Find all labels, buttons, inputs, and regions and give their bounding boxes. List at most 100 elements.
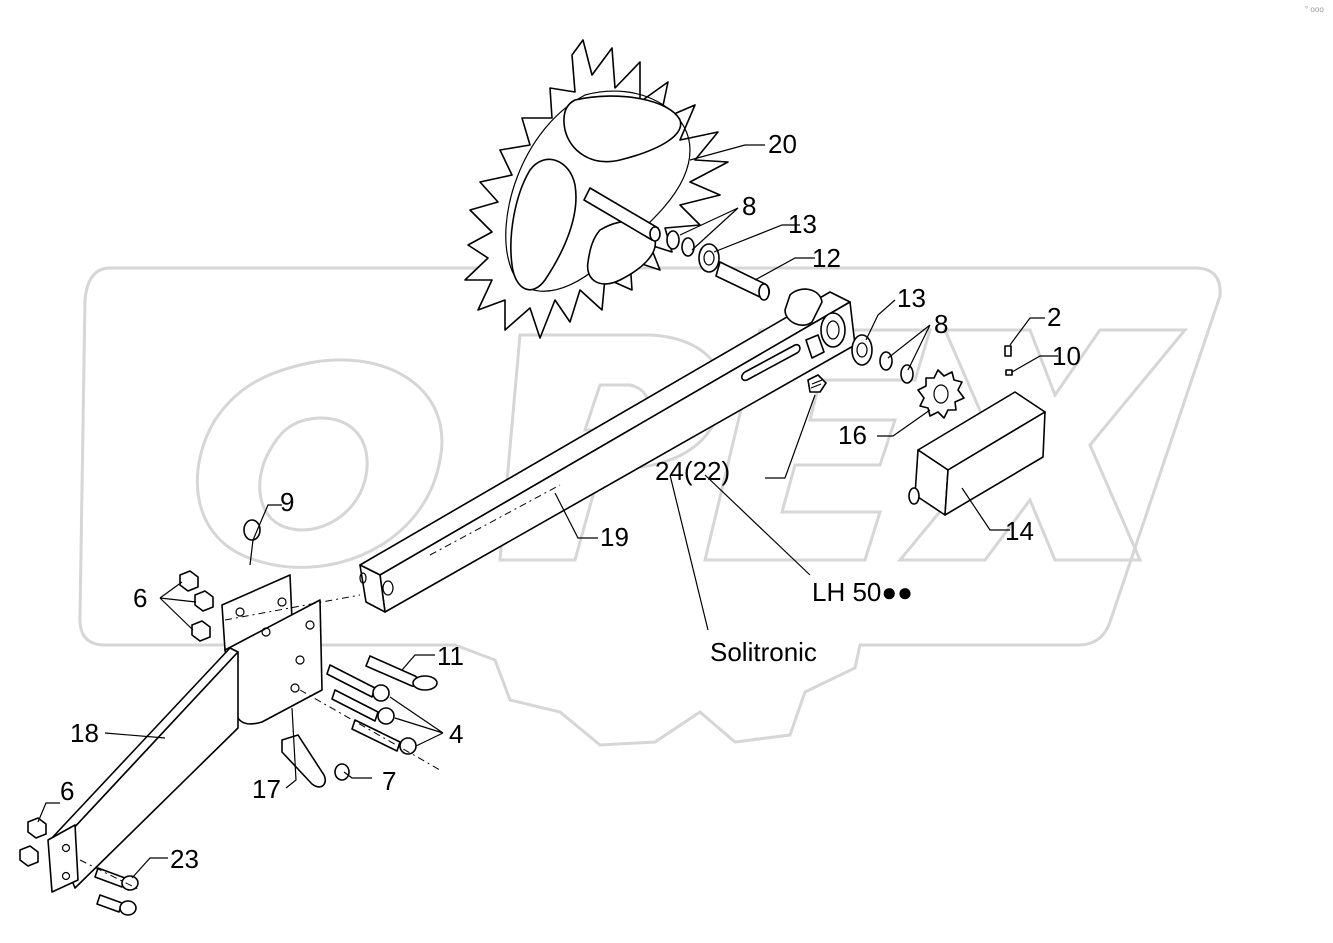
label-7: 7	[382, 766, 396, 796]
bolt-part-4-b-head	[377, 707, 395, 725]
nut-part-6-c	[191, 620, 211, 642]
bolt-part-4-a-head	[372, 684, 390, 702]
label-24-22: 24(22)	[655, 456, 730, 486]
bolt-part-23-b-head	[119, 900, 137, 916]
beam-bearing-housing	[784, 288, 823, 326]
nut-part-6-a	[179, 570, 199, 592]
label-16: 16	[838, 420, 867, 450]
label-20: 20	[768, 129, 797, 159]
nut-part-6-b	[194, 590, 214, 612]
bracket-hole-3	[277, 597, 287, 607]
bearing-part-13-upper-bore	[703, 250, 715, 266]
leader-7	[343, 771, 372, 779]
leader-6-top	[159, 581, 197, 631]
leader-19	[554, 492, 598, 539]
leader-8-top	[679, 207, 739, 251]
label-solitronic: Solitronic	[710, 637, 817, 667]
star-wheel-outline	[464, 39, 729, 339]
label-9: 9	[280, 487, 294, 517]
beam-centerline	[429, 484, 561, 556]
bolt-part-4-b	[331, 689, 379, 722]
nut-part-7	[334, 763, 350, 781]
leader-13-mid	[865, 299, 896, 341]
label-12: 12	[812, 243, 841, 273]
leader-16	[877, 409, 931, 437]
leader-24	[765, 394, 816, 479]
bolt-part-4-a	[326, 664, 376, 698]
screw-part-2	[1004, 345, 1012, 357]
label-10: 10	[1052, 341, 1081, 371]
beam-bearing-bore-inner	[826, 320, 840, 340]
leader-lh5000	[704, 474, 811, 576]
label-11: 11	[437, 641, 464, 671]
label-2: 2	[1047, 302, 1061, 332]
watermark-badge-outline	[78, 266, 1222, 747]
label-6-bottom: 6	[60, 776, 74, 806]
pin-part-11	[365, 655, 421, 688]
leader-14	[961, 487, 1010, 531]
bracket-hole-2	[261, 627, 271, 637]
fastener-part-24-thread	[810, 379, 823, 389]
corner-mark: ° ooo	[1305, 5, 1324, 14]
leader-6-bottom	[37, 802, 60, 823]
pin-part-11-eye	[412, 675, 438, 691]
leader-20	[689, 144, 765, 161]
label-13-top: 13	[788, 209, 817, 239]
upper-axle-hardware	[666, 230, 771, 301]
label-19: 19	[600, 522, 629, 552]
ring-part-9	[243, 519, 261, 541]
label-17: 17	[252, 774, 281, 804]
leader-2	[1009, 317, 1045, 346]
beam-end-hole	[382, 580, 394, 596]
bolt-part-23-a	[94, 867, 126, 888]
leader-solitronic	[669, 474, 709, 631]
bracket-assembly-centerline	[79, 594, 441, 891]
label-14: 14	[1005, 516, 1034, 546]
label-8-top: 8	[742, 191, 756, 221]
arm-part-18-plate	[47, 824, 79, 893]
leader-13-top	[713, 224, 800, 253]
washer-part-8-b	[681, 237, 695, 257]
watermark-letter-x	[896, 328, 1189, 562]
leader-12	[754, 257, 815, 281]
beam-side-face	[379, 301, 856, 613]
arm-plate-hole-1	[61, 843, 71, 853]
bushing-part-12-end	[758, 283, 770, 301]
washer-part-10	[1005, 369, 1013, 376]
leader-4	[389, 696, 444, 747]
bracket-hole-1	[235, 607, 245, 617]
label-6-top: 6	[133, 583, 147, 613]
main-beam-part-19	[359, 288, 856, 613]
star-wheel-window-lower	[510, 158, 577, 291]
leader-lines	[37, 144, 1058, 879]
leader-9	[249, 504, 282, 566]
leader-10	[1011, 355, 1058, 373]
bolt-part-23-a-head	[121, 875, 139, 891]
bearing-part-13-upper	[698, 243, 720, 273]
bearing-part-13-lower	[851, 334, 873, 366]
watermark-letter-e	[703, 328, 933, 562]
bracket-hole-4	[295, 655, 305, 665]
cover-part-14-side	[944, 411, 1046, 516]
beam-clamp-block	[805, 334, 825, 359]
label-4: 4	[449, 719, 463, 749]
beam-bearing-bore	[820, 312, 846, 348]
star-wheel-axle-end	[649, 226, 661, 242]
clip-part-17	[281, 734, 327, 788]
leader-8-mid	[887, 324, 931, 371]
fastener-part-24	[807, 374, 827, 393]
label-13-mid: 13	[897, 283, 926, 313]
washer-part-8-d	[900, 364, 914, 384]
bracket-hole-5	[290, 683, 300, 693]
label-23: 23	[170, 844, 199, 874]
bolt-part-23-b	[96, 894, 123, 913]
nut-part-6-e	[19, 845, 39, 867]
washer-part-8-c	[879, 351, 893, 371]
label-lh5000: LH 50●●	[812, 577, 913, 607]
leader-23	[131, 857, 168, 879]
star-wheel-window-upper	[563, 95, 682, 163]
arm-part-18-side	[57, 651, 239, 889]
washer-part-8-a	[666, 230, 680, 250]
leader-18	[104, 732, 166, 739]
